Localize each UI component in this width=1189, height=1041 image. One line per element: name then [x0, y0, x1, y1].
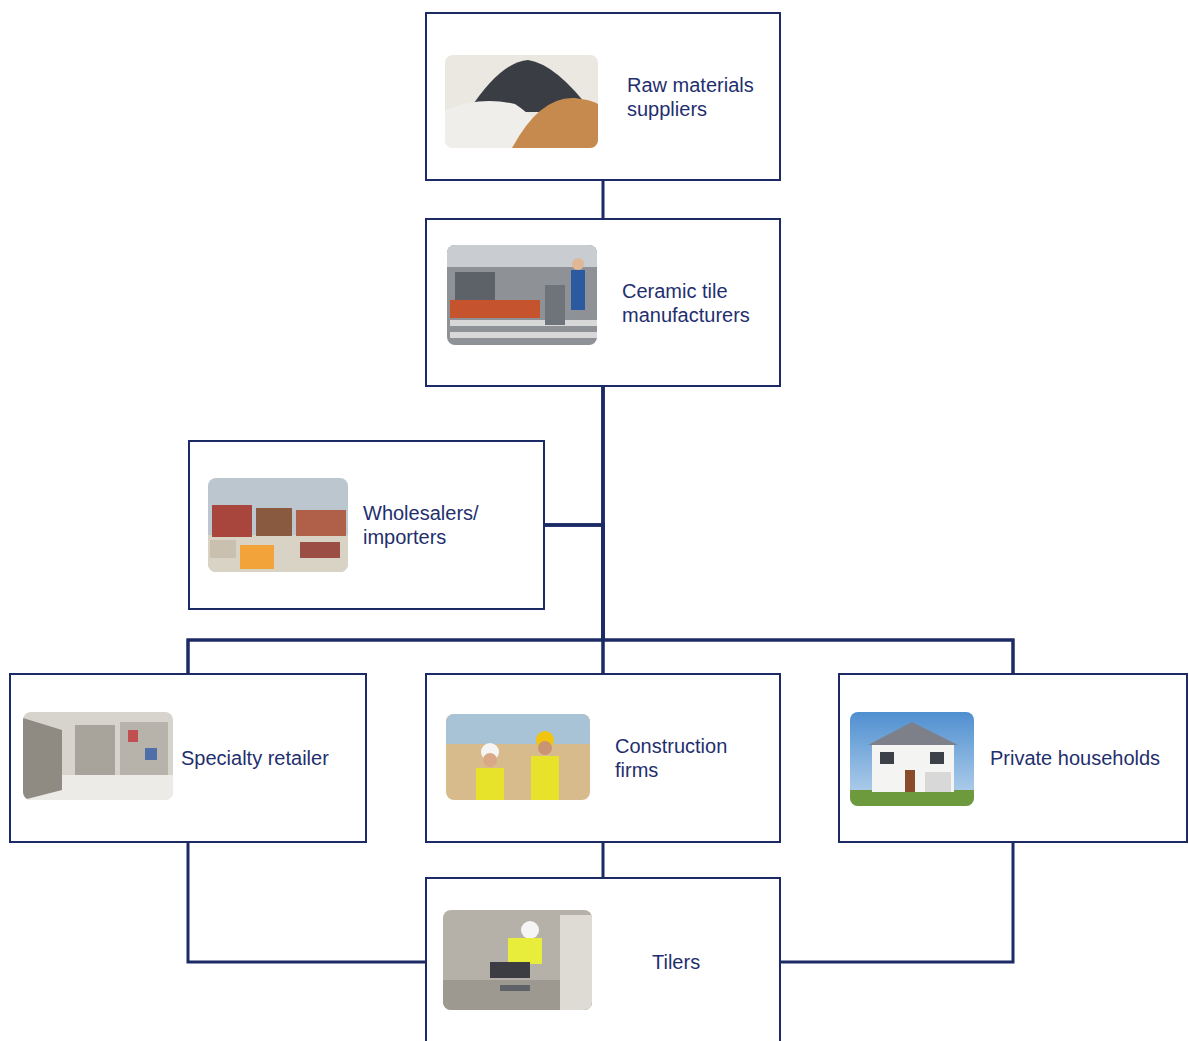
- connector-line: [603, 387, 1013, 673]
- picture-ground: [445, 55, 598, 148]
- picture-ground: [208, 478, 348, 572]
- door: [905, 770, 915, 792]
- tile-sample: [145, 748, 157, 760]
- text-column: Private households: [990, 675, 1182, 770]
- picture-ground: [446, 714, 590, 800]
- house-picture: [850, 712, 974, 806]
- connector-line: [188, 843, 425, 962]
- pallet-stack: [256, 508, 292, 536]
- box-label: Private households: [990, 746, 1182, 770]
- connector-line: [188, 387, 603, 673]
- garage-door: [925, 772, 951, 792]
- wall: [560, 915, 592, 1010]
- box-label: Tilers: [652, 950, 772, 974]
- connector-line: [602, 843, 605, 877]
- text-column: Specialty retailer: [181, 675, 363, 770]
- box-label: Raw materials suppliers: [627, 73, 777, 121]
- machine: [545, 285, 565, 325]
- pallet-stack: [296, 510, 346, 536]
- factory-picture: [447, 245, 597, 345]
- connector-line: [545, 525, 603, 673]
- pallet-stack: [210, 540, 236, 558]
- tile-display: [23, 718, 62, 800]
- warehouse-picture: [208, 478, 348, 572]
- process-box: Construction firms: [425, 673, 781, 843]
- worker-head: [538, 741, 552, 755]
- sky: [446, 714, 590, 744]
- safety-vest: [476, 768, 504, 800]
- text-column: Raw materials suppliers: [627, 14, 777, 121]
- text-column: Wholesalers/ importers: [363, 442, 528, 549]
- brown-sand-heap: [512, 98, 598, 148]
- window: [930, 752, 944, 764]
- connector-line: [545, 525, 1013, 673]
- safety-vest: [531, 756, 559, 800]
- warehouse-floor: [208, 535, 348, 572]
- picture-ground: [443, 910, 592, 1010]
- process-box: Tilers: [425, 877, 781, 1041]
- machine: [450, 300, 540, 318]
- process-box: Private households: [838, 673, 1188, 843]
- roof: [868, 722, 958, 745]
- text-column: Tilers: [652, 879, 772, 974]
- house-wall: [872, 745, 954, 792]
- process-box: Specialty retailer: [9, 673, 367, 843]
- worker-head: [572, 258, 584, 270]
- process-box: Ceramic tile manufacturers: [425, 218, 781, 387]
- lawn: [850, 790, 974, 806]
- connector-line: [545, 387, 603, 525]
- text-column: Ceramic tile manufacturers: [622, 220, 774, 327]
- worker-body: [571, 270, 585, 310]
- cart: [240, 545, 274, 569]
- process-box: Wholesalers/ importers: [188, 440, 545, 610]
- picture-ground: [447, 245, 597, 345]
- box-label: Specialty retailer: [181, 746, 363, 770]
- safety-shirt: [508, 938, 542, 964]
- machine: [455, 272, 495, 302]
- helmet: [521, 921, 539, 939]
- text-column: Construction firms: [615, 675, 767, 782]
- raw-materials-picture: [445, 55, 598, 148]
- worker-head: [483, 753, 497, 767]
- tile-shelf: [75, 725, 115, 775]
- tile-sample: [128, 730, 138, 742]
- shop-picture: [23, 712, 173, 800]
- picture-ground: [23, 712, 173, 800]
- window: [880, 752, 894, 764]
- trowel: [500, 985, 530, 991]
- connector-line: [602, 181, 605, 218]
- roller-line: [450, 320, 597, 326]
- box-label: Construction firms: [615, 734, 767, 782]
- tile-shelf: [120, 722, 168, 775]
- worker-legs: [490, 962, 530, 978]
- pallet-stack: [212, 505, 252, 537]
- construction-picture: [446, 714, 590, 800]
- tiler-picture: [443, 910, 592, 1010]
- box-label: Wholesalers/ importers: [363, 501, 528, 549]
- box-label: Ceramic tile manufacturers: [622, 279, 774, 327]
- sky: [850, 712, 974, 806]
- pallet-stack: [300, 542, 340, 558]
- roller-line: [450, 332, 597, 338]
- connector-line: [781, 843, 1013, 962]
- process-box: Raw materials suppliers: [425, 12, 781, 181]
